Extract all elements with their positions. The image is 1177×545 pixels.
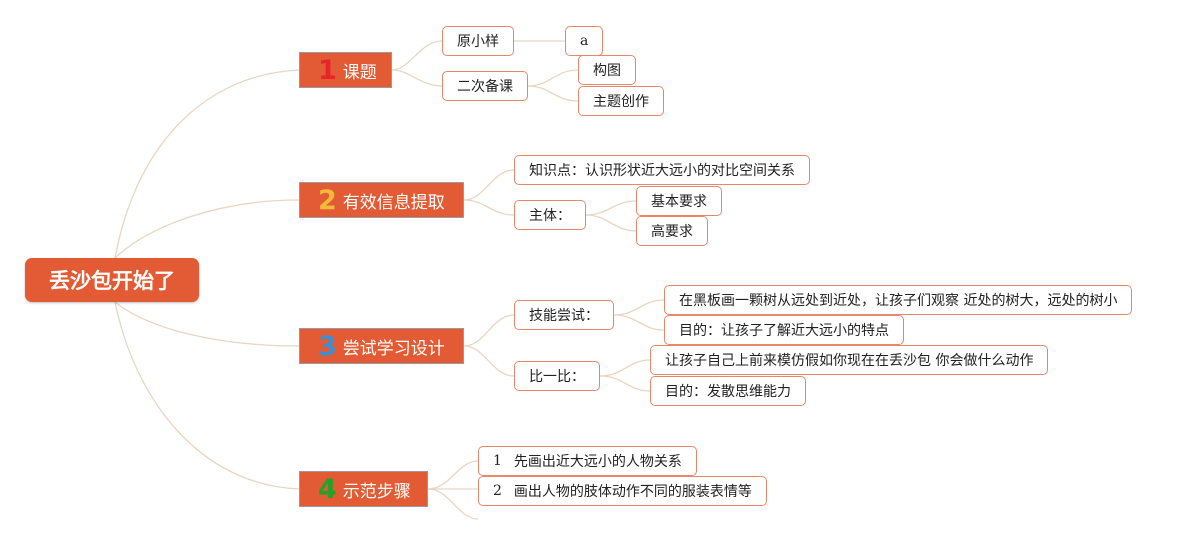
branch-topic-4[interactable]: 4 示范步骤 bbox=[299, 471, 428, 507]
subtopic-step-1[interactable]: 1 先画出近大远小的人物关系 bbox=[478, 446, 697, 476]
branch-label: 示范步骤 bbox=[342, 481, 411, 502]
subtopic-label: 画出人物的肢体动作不同的服装表情等 bbox=[513, 484, 752, 500]
subtopic-yuanxiaoyang[interactable]: 原小样 bbox=[442, 26, 514, 56]
branch-label: 课题 bbox=[342, 62, 377, 83]
subtopic-purpose-divergent[interactable]: 目的：发散思维能力 bbox=[650, 376, 806, 406]
subtopic-label: 比一比： bbox=[529, 369, 585, 385]
branch-label: 有效信息提取 bbox=[342, 192, 445, 213]
subtopic-label: 二次备课 bbox=[457, 79, 513, 95]
subtopic-a[interactable]: a bbox=[565, 26, 604, 56]
subtopic-label: 主题创作 bbox=[593, 94, 649, 110]
root-topic-label: 丢沙包开始了 bbox=[49, 269, 175, 293]
subtopic-purpose-perspective[interactable]: 目的：让孩子了解近大远小的特点 bbox=[664, 315, 904, 345]
subtopic-theme-creation[interactable]: 主题创作 bbox=[578, 86, 664, 116]
branch-number-4: 4 bbox=[318, 473, 337, 505]
subtopic-label: 原小样 bbox=[457, 34, 499, 50]
subtopic-label: 基本要求 bbox=[651, 194, 707, 210]
subtopic-step-2[interactable]: 2 画出人物的肢体动作不同的服装表情等 bbox=[478, 476, 767, 506]
subtopic-label: 高要求 bbox=[651, 224, 693, 240]
subtopic-label: 主体： bbox=[529, 208, 571, 224]
branch-number-2: 2 bbox=[318, 184, 337, 216]
branch-topic-2[interactable]: 2 有效信息提取 bbox=[299, 182, 464, 218]
subtopic-label: a bbox=[580, 33, 589, 49]
branch-number-3: 3 bbox=[318, 330, 337, 362]
subtopic-second-prep[interactable]: 二次备课 bbox=[442, 71, 528, 101]
subtopic-compare[interactable]: 比一比： bbox=[514, 361, 600, 391]
subtopic-label: 让孩子自己上前来模仿假如你现在在丢沙包 你会做什么动作 bbox=[665, 353, 1034, 369]
step-number: 1 bbox=[493, 453, 502, 469]
branch-topic-1[interactable]: 1 课题 bbox=[299, 52, 392, 88]
subtopic-label: 目的：发散思维能力 bbox=[665, 384, 791, 400]
subtopic-subject[interactable]: 主体： bbox=[514, 200, 586, 230]
subtopic-label: 构图 bbox=[593, 63, 621, 79]
subtopic-skill-attempt[interactable]: 技能尝试： bbox=[514, 300, 614, 330]
root-topic[interactable]: 丢沙包开始了 bbox=[25, 258, 199, 302]
subtopic-label: 目的：让孩子了解近大远小的特点 bbox=[679, 323, 889, 339]
subtopic-label: 知识点：认识形状近大远小的对比空间关系 bbox=[529, 163, 795, 179]
subtopic-knowledge-point[interactable]: 知识点：认识形状近大远小的对比空间关系 bbox=[514, 155, 810, 185]
branch-topic-3[interactable]: 3 尝试学习设计 bbox=[299, 328, 464, 364]
step-number: 2 bbox=[493, 483, 502, 499]
subtopic-composition[interactable]: 构图 bbox=[578, 55, 636, 85]
subtopic-label: 先画出近大远小的人物关系 bbox=[513, 454, 682, 470]
branch-number-1: 1 bbox=[318, 54, 337, 86]
subtopic-tree-drawing[interactable]: 在黑板画一颗树从远处到近处，让孩子们观察 近处的树大，远处的树小 bbox=[664, 285, 1133, 315]
subtopic-label: 技能尝试： bbox=[529, 308, 599, 324]
subtopic-label: 在黑板画一颗树从远处到近处，让孩子们观察 近处的树大，远处的树小 bbox=[679, 293, 1118, 309]
subtopic-imitate-action[interactable]: 让孩子自己上前来模仿假如你现在在丢沙包 你会做什么动作 bbox=[650, 345, 1049, 375]
branch-label: 尝试学习设计 bbox=[342, 338, 445, 359]
subtopic-basic-requirement[interactable]: 基本要求 bbox=[636, 186, 722, 216]
subtopic-high-requirement[interactable]: 高要求 bbox=[636, 216, 708, 246]
